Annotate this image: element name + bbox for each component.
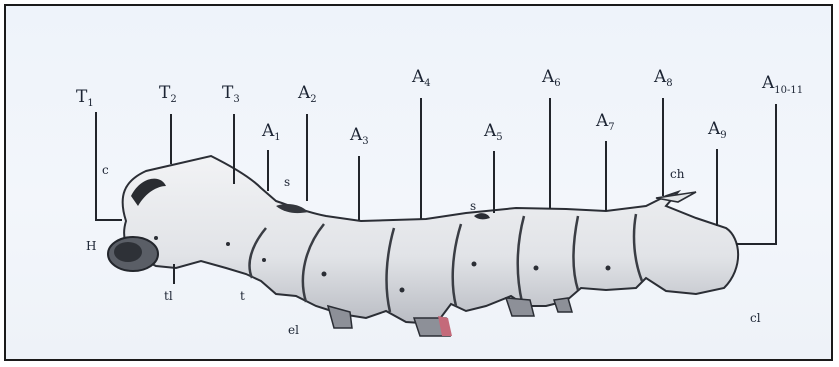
svg-text:A8: A8	[653, 67, 673, 89]
svg-text:A5: A5	[483, 121, 503, 143]
segment-label-a8: A	[653, 67, 667, 87]
svg-text:T3: T3	[222, 83, 240, 105]
segment-label-t1: T	[76, 87, 88, 107]
label-t: t	[240, 289, 245, 303]
segment-label-a1: A	[261, 121, 275, 141]
label-s-abdomen: s	[470, 199, 476, 213]
segment-label-a3: A	[349, 125, 363, 145]
svg-text:A1: A1	[261, 121, 281, 143]
label-el: el	[288, 323, 299, 337]
label-ch: ch	[670, 167, 685, 181]
segment-label-a7: A	[595, 111, 609, 131]
svg-text:A10-11: A10-11	[761, 73, 803, 96]
svg-text:A3: A3	[349, 125, 369, 147]
label-tl: tl	[164, 289, 173, 303]
svg-text:T1: T1	[76, 87, 94, 109]
label-s-thorax: s	[284, 175, 290, 189]
segment-label-a9: A	[707, 119, 721, 139]
svg-text:A9: A9	[707, 119, 727, 141]
segment-label-a10-11: A	[761, 73, 775, 93]
body-outline	[123, 156, 739, 324]
label-c: c	[102, 163, 109, 177]
segment-label-t2: T	[159, 83, 171, 103]
segment-label-a6: A	[541, 67, 555, 87]
label-cl: cl	[750, 311, 761, 325]
svg-text:A4: A4	[411, 67, 431, 89]
segment-label-a5: A	[483, 121, 497, 141]
segment-label-a4: A	[411, 67, 425, 87]
figure-frame: T1 T2 T3 A1 A2 A3 A4 A5 A6 A7 A8 A9 A10-…	[4, 4, 833, 361]
svg-text:A7: A7	[595, 111, 615, 133]
silkworm-larva-diagram: T1 T2 T3 A1 A2 A3 A4 A5 A6 A7 A8 A9 A10-…	[6, 6, 833, 361]
label-head: H	[86, 239, 96, 253]
segment-label-a2: A	[297, 83, 311, 103]
segment-labels: T1 T2 T3 A1 A2 A3 A4 A5 A6 A7 A8 A9 A10-…	[76, 67, 803, 147]
svg-text:A6: A6	[541, 67, 561, 89]
segment-label-t3: T	[222, 83, 234, 103]
svg-text:T2: T2	[159, 83, 177, 105]
larva-body	[108, 156, 738, 336]
svg-text:A2: A2	[297, 83, 317, 105]
